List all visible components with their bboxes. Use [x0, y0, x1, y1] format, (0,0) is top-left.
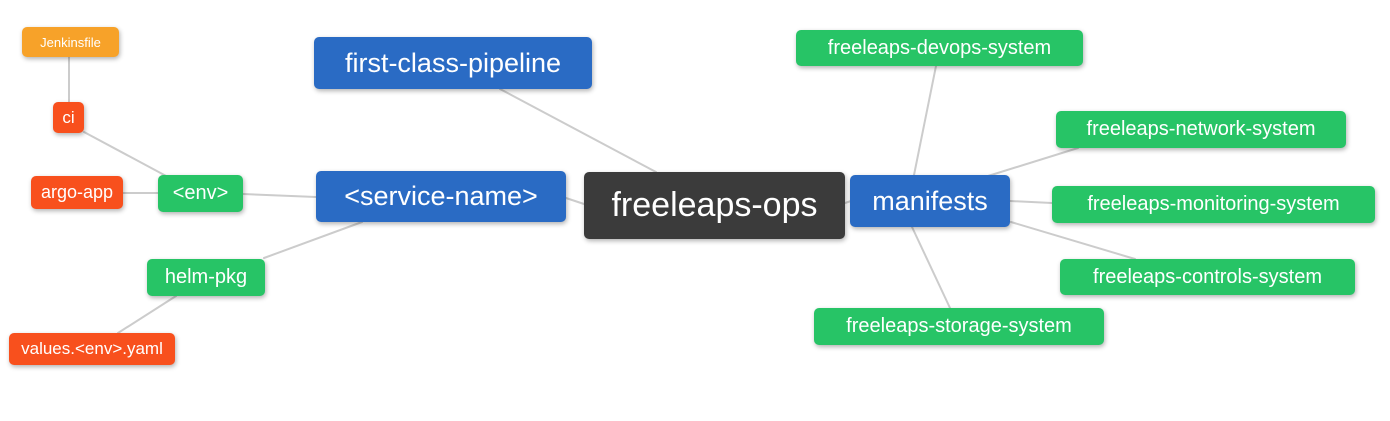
connector-env-service-name [242, 193, 317, 198]
node-env[interactable]: <env> [158, 175, 243, 212]
node-manifests[interactable]: manifests [850, 175, 1010, 227]
connector-service-name-ops [565, 197, 585, 205]
node-freeleaps-storage-system[interactable]: freeleaps-storage-system [814, 308, 1104, 345]
connector-manifests-devops [913, 65, 937, 176]
node-first-class-pipeline[interactable]: first-class-pipeline [314, 37, 592, 89]
node-helm-pkg[interactable]: helm-pkg [147, 259, 265, 296]
connector-manifests-controls [1010, 221, 1136, 260]
connector-manifests-storage [911, 226, 951, 309]
node-freeleaps-devops-system[interactable]: freeleaps-devops-system [796, 30, 1083, 66]
node-argo-app[interactable]: argo-app [31, 176, 123, 209]
node-freeleaps-controls-system[interactable]: freeleaps-controls-system [1060, 259, 1355, 295]
node-service-name[interactable]: <service-name> [316, 171, 566, 222]
connector-values-helm-pkg [117, 295, 177, 334]
connector-pipeline-ops [499, 88, 657, 173]
node-freeleaps-network-system[interactable]: freeleaps-network-system [1056, 111, 1346, 148]
node-freeleaps-monitoring-system[interactable]: freeleaps-monitoring-system [1052, 186, 1375, 223]
node-values-env-yaml[interactable]: values.<env>.yaml [9, 333, 175, 365]
node-ci[interactable]: ci [53, 102, 84, 133]
connector-helm-pkg-service-name [263, 221, 363, 259]
node-jenkinsfile[interactable]: Jenkinsfile [22, 27, 119, 57]
node-freeleaps-ops-root[interactable]: freeleaps-ops [584, 172, 845, 239]
connector-ci-env [83, 131, 169, 178]
connector-manifests-monitoring [1009, 200, 1053, 204]
connector-manifests-network [987, 147, 1079, 177]
